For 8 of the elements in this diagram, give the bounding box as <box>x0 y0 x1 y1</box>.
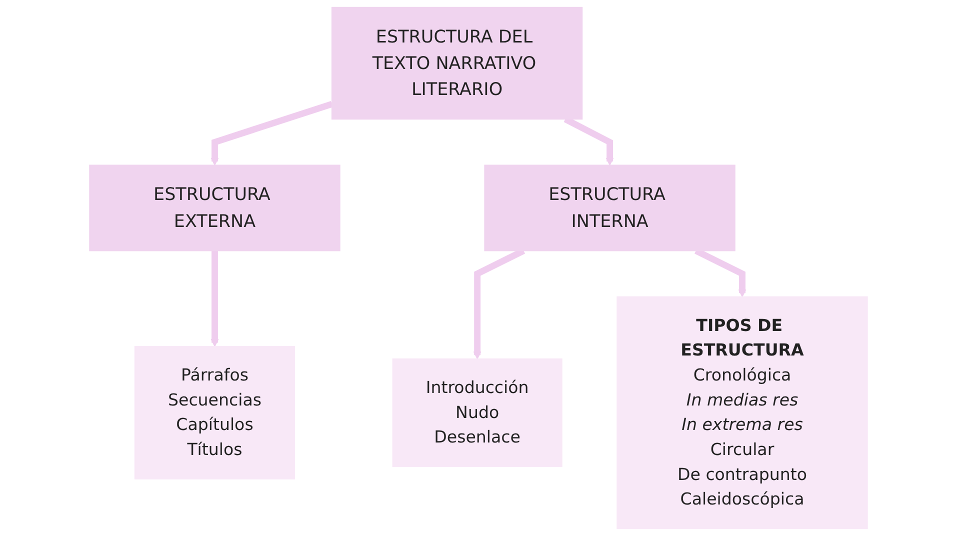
node-box: TIPOS DE ESTRUCTURA Cronológica In medias res In extrema res Circular De contrapunto Caleidoscópica <box>616 296 868 530</box>
node-box: ESTRUCTURA EXTERNA <box>89 164 340 252</box>
arrow <box>210 100 333 166</box>
arrow <box>210 250 219 347</box>
node-box: Introducción Nudo Desenlace <box>392 358 562 467</box>
node-box: ESTRUCTURA INTERNA <box>484 164 736 252</box>
node-box: Párrafos Secuencias Capítulos Títulos <box>134 346 296 480</box>
node-box: ESTRUCTURA DEL TEXTO NARRATIVO LITERARIO <box>331 6 583 120</box>
